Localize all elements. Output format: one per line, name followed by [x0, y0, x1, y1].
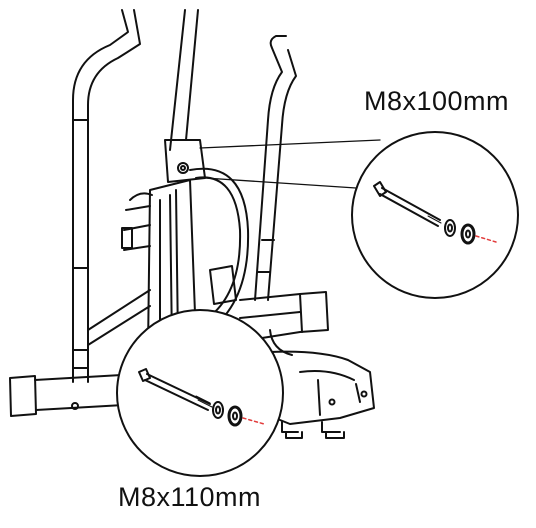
upper-bolt-spec-label: M8x100mm — [364, 86, 510, 116]
flat-washer-icon — [227, 405, 243, 427]
right-handlebar-arm — [254, 35, 297, 301]
lower-detail-circle — [116, 309, 284, 477]
upper-callout-leaders — [199, 139, 381, 189]
spring-washer-icon — [444, 219, 456, 237]
central-mast — [164, 9, 206, 183]
flat-washer-icon — [460, 223, 476, 245]
bolt-m8x110-icon — [138, 368, 213, 411]
lower-bolt-spec-label: M8x110mm — [118, 482, 262, 512]
upper-detail-circle — [351, 131, 519, 299]
left-handlebar-arm — [72, 9, 141, 383]
spring-washer-icon — [212, 401, 224, 419]
bolt-m8x100-icon — [373, 181, 442, 227]
left-support-strut — [87, 289, 151, 346]
right-pedal-arm — [239, 291, 329, 356]
